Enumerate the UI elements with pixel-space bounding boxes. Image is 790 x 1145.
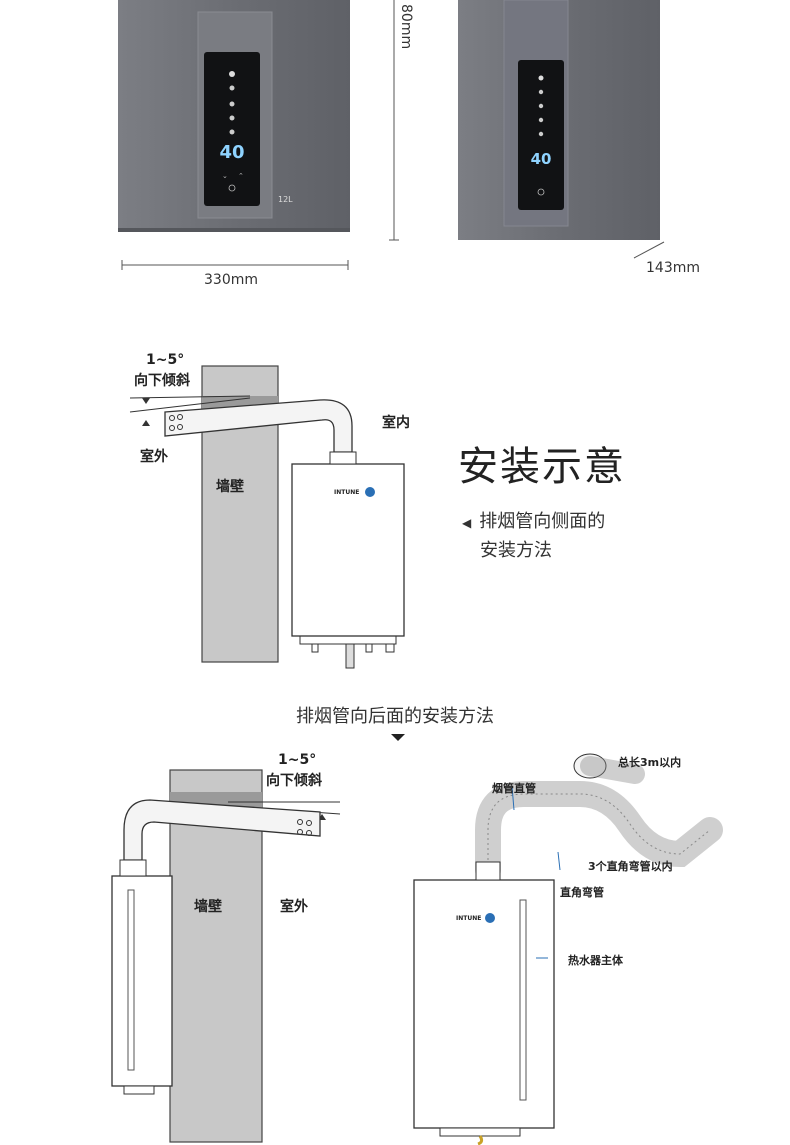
side-install-diagram: INTUNE: [129, 365, 405, 669]
svg-text:⌄: ⌄: [222, 172, 228, 180]
height-dimension: 80mm: [398, 4, 414, 50]
side-indoor-label: 室内: [382, 415, 410, 431]
rear-install-section: 1~5° 向下倾斜 墙壁 室外 INTUNE 总长3m以内 烟管直管 3个直角弯…: [0, 750, 790, 1145]
rear-wall-label: 墙壁: [194, 899, 222, 915]
depth-dimension: 143mm: [646, 260, 700, 276]
pipe-heater-outline: [413, 879, 555, 1129]
pipe-main-body-label: 热水器主体: [568, 954, 623, 967]
product-dimensions: 40 ⌄ ⌃ 12L 40 330mm 80mm 143mm: [0, 0, 790, 300]
pipe-elbow-label: 直角弯管: [560, 886, 604, 899]
side-outdoor-label: 室外: [140, 449, 168, 465]
control-panel: [204, 52, 260, 206]
arrow-left-icon: ◀: [462, 516, 472, 530]
heater-brand: INTUNE: [334, 489, 359, 496]
width-dimension: 330mm: [204, 272, 258, 288]
caret-down-icon: [391, 734, 405, 741]
pipe-straight-label: 烟管直管: [492, 782, 536, 795]
rear-outdoor-label: 室外: [280, 899, 308, 915]
install-title: 安装示意: [458, 444, 626, 490]
rear-install-diagram: [111, 769, 341, 1143]
pipe-diagram: INTUNE: [413, 753, 723, 1145]
heater-outline: [291, 463, 405, 637]
install-subtitle: ◀ 排烟管向侧面的 安装方法: [462, 508, 605, 565]
pipe-elbow-limit: 3个直角弯管以内: [588, 860, 673, 873]
side-install-section: INTUNE 1~5° 向下倾斜 室内 室外 墙壁 安装示意 ◀ 排烟管向侧面的 …: [0, 340, 790, 680]
pipe-heater-brand: INTUNE: [456, 915, 481, 922]
side-tilt-angle: 1~5°: [146, 352, 185, 368]
rear-tilt-angle: 1~5°: [278, 752, 317, 768]
heater-front-view: 40 ⌄ ⌃ 12L 40: [118, 0, 665, 270]
svg-text:⌃: ⌃: [238, 172, 244, 180]
model-label: 12L: [278, 195, 293, 204]
install-sub-line1: 排烟管向侧面的: [479, 511, 606, 532]
rear-heater-outline: [111, 875, 173, 1087]
install-sub-line2: 安装方法: [480, 540, 552, 561]
svg-text:40: 40: [531, 150, 552, 168]
temperature-display: 40: [219, 142, 244, 163]
rear-tilt-text: 向下倾斜: [266, 773, 322, 789]
side-tilt-text: 向下倾斜: [134, 373, 190, 389]
side-wall-label: 墙壁: [216, 479, 244, 495]
rear-wall: [169, 769, 263, 1143]
rear-caption: 排烟管向后面的安装方法: [296, 706, 494, 727]
pipe-total-length: 总长3m以内: [618, 756, 682, 769]
